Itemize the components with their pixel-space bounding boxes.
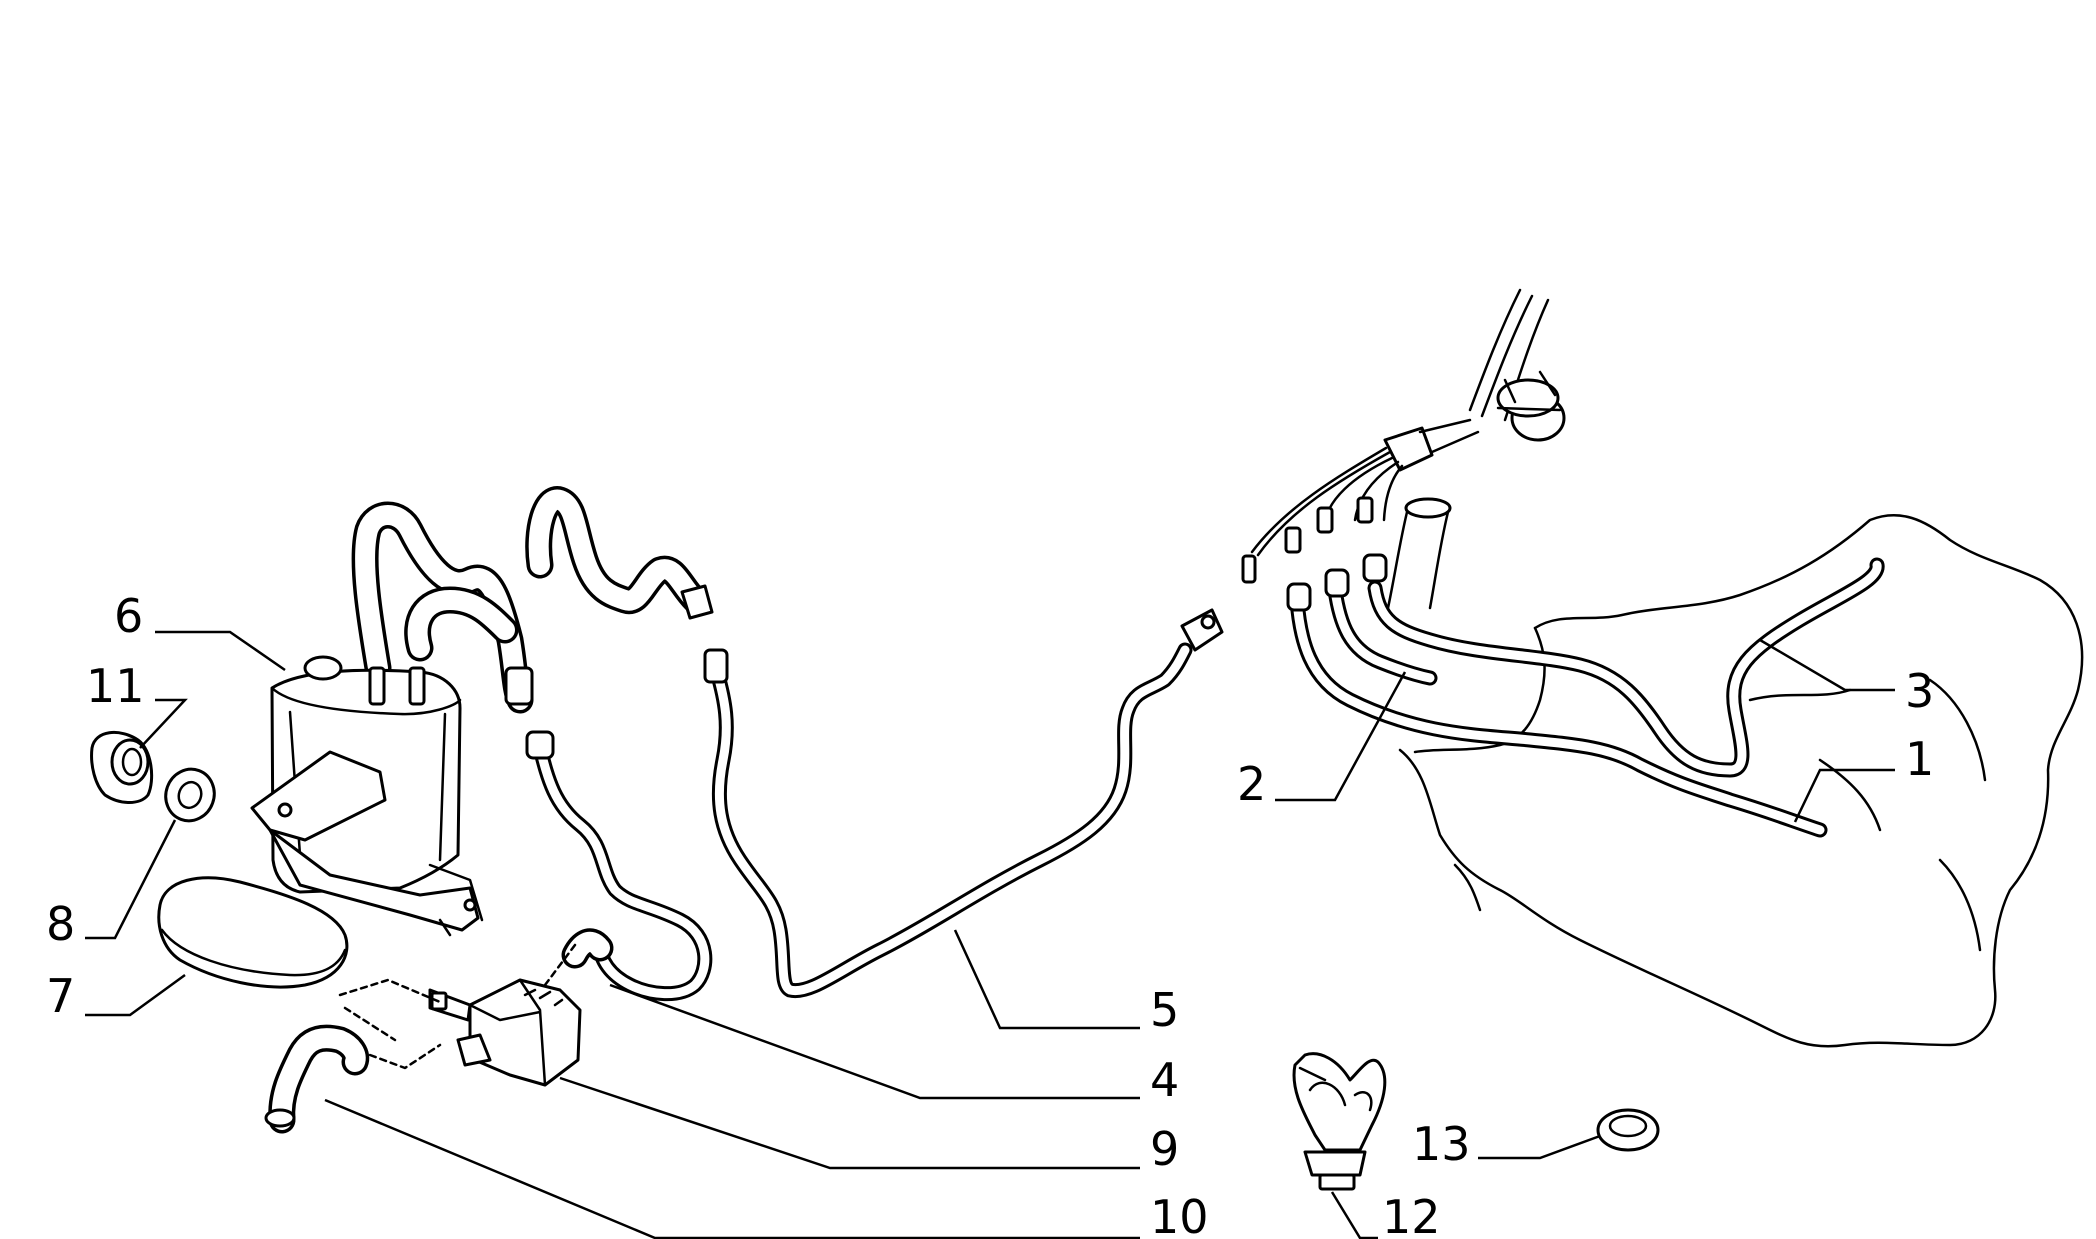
part-12-clip [1292, 1052, 1387, 1191]
part-1-pipe [1286, 582, 1828, 838]
callout-7: 7 [46, 969, 75, 1023]
filler-neck [1383, 288, 1566, 610]
callout-6: 6 [114, 589, 143, 643]
breather-lines [1241, 446, 1404, 584]
part-8-washer [164, 767, 216, 823]
callout-13: 13 [1412, 1117, 1471, 1171]
part-9-valve [338, 943, 582, 1087]
fuel-tank [1398, 513, 2084, 1048]
callout-11: 11 [86, 659, 145, 713]
part-5-pipe [703, 608, 1224, 999]
callout-4: 4 [1150, 1053, 1179, 1107]
part-13-grommet [1596, 1108, 1660, 1152]
part-2-pipe [1324, 568, 1438, 686]
part-11-grommet [90, 730, 154, 804]
callout-2: 2 [1237, 757, 1266, 811]
callout-8: 8 [46, 897, 75, 951]
part-3-pipe [1362, 553, 1885, 778]
callout-3: 3 [1905, 664, 1934, 718]
callout-1: 1 [1905, 732, 1934, 786]
part-4-hose [525, 730, 713, 1002]
callout-labels: 1 2 3 4 5 6 7 8 9 10 11 12 13 [46, 589, 1934, 1239]
callout-12: 12 [1382, 1190, 1441, 1239]
part-6-canister [250, 655, 484, 937]
part-7-pad [157, 876, 349, 989]
callout-10: 10 [1150, 1190, 1209, 1239]
callout-5: 5 [1150, 983, 1179, 1037]
canister-hoses [351, 486, 714, 714]
leader-lines [85, 630, 1895, 1239]
callout-9: 9 [1150, 1122, 1179, 1176]
part-10-hose [264, 1024, 370, 1134]
